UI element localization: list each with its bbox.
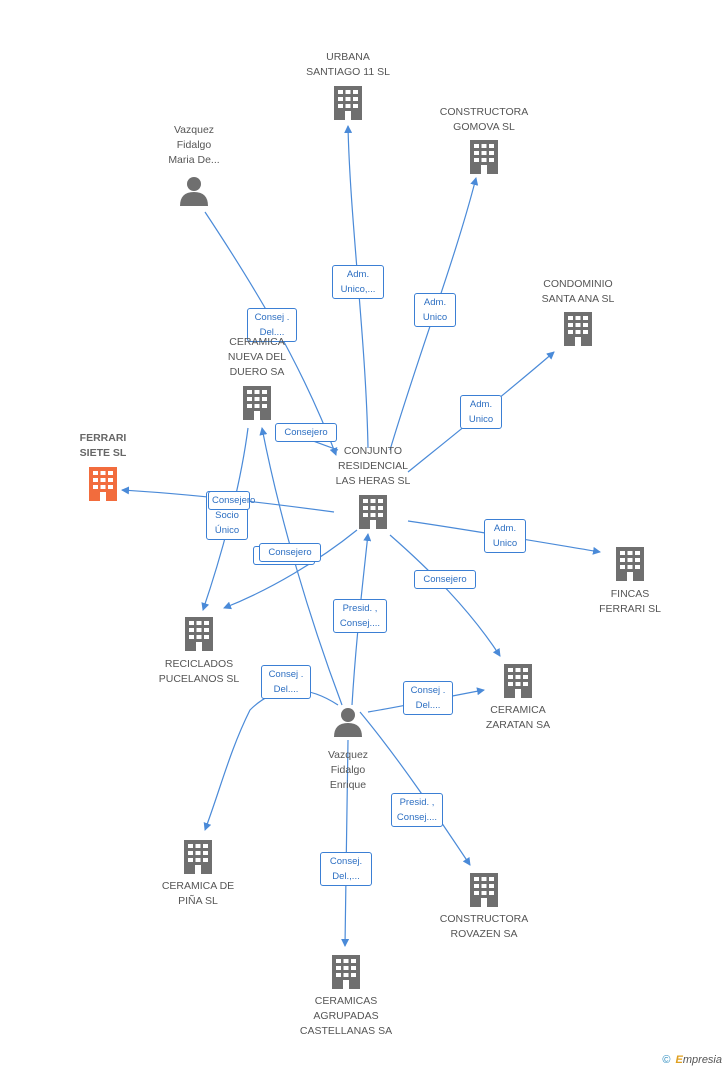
- building-icon[interactable]: [332, 955, 360, 989]
- node-label-ferrari-siete[interactable]: FERRARI SIETE SL: [79, 432, 127, 459]
- edge-label-conjunto-to-ceramica_nueva[interactable]: Consejero: [275, 423, 337, 442]
- building-icon[interactable]: [616, 547, 644, 581]
- edge-label-vazquez_enrique-to-agrupadas[interactable]: Consej. Del.,...: [320, 852, 372, 886]
- building-icon[interactable]: [470, 873, 498, 907]
- node-label-rovazen[interactable]: CONSTRUCTORA ROVAZEN SA: [439, 913, 529, 940]
- node-label-gomova[interactable]: CONSTRUCTORA GOMOVA SL: [439, 106, 529, 133]
- edge-label-conjunto-to-zaratan[interactable]: Consejero: [414, 570, 476, 589]
- edge-conjunto-to-zaratan: [389, 534, 501, 657]
- person-icon[interactable]: [334, 708, 362, 737]
- node-label-condominio[interactable]: CONDOMINIO SANTA ANA SL: [541, 278, 615, 305]
- node-label-zaratan[interactable]: CERAMICA ZARATAN SA: [485, 704, 551, 731]
- node-label-ceramica-nueva[interactable]: CERAMICA NUEVA DEL DUERO SA: [227, 336, 287, 378]
- node-label-agrupadas[interactable]: CERAMICAS AGRUPADAS CASTELLANAS SA: [299, 995, 393, 1037]
- edge-label-vazquez_enrique-to-pina[interactable]: Consej . Del....: [261, 665, 311, 699]
- edge-label-conjunto-to-urbana[interactable]: Adm. Unico,...: [332, 265, 384, 299]
- edge-label-vazquez_enrique-to-zaratan[interactable]: Consej . Del....: [403, 681, 453, 715]
- node-label-pina[interactable]: CERAMICA DE PIÑA SL: [161, 880, 235, 907]
- edge-vazquez_enrique-to-rovazen: [359, 711, 471, 866]
- edge-label-conjunto-to-gomova[interactable]: Adm. Unico: [414, 293, 456, 327]
- building-icon[interactable]: [504, 664, 532, 698]
- edge-label-conjunto-to-fincas[interactable]: Adm. Unico: [484, 519, 526, 553]
- edge-label-vazquez_enrique-to-conjunto[interactable]: Presid. , Consej....: [333, 599, 387, 633]
- building-icon[interactable]: [470, 140, 498, 174]
- building-icon[interactable]: [89, 467, 117, 501]
- edge-vazquez_enrique-to-ceramica_nueva: [259, 427, 343, 706]
- node-label-vazquez-maria[interactable]: Vazquez Fidalgo Maria De...: [168, 124, 220, 166]
- building-icon[interactable]: [359, 495, 387, 529]
- building-icon[interactable]: [184, 840, 212, 874]
- building-icon[interactable]: [243, 386, 271, 420]
- person-icon[interactable]: [180, 177, 208, 206]
- edge-vazquez_enrique-to-agrupadas: [341, 739, 350, 947]
- node-label-vazquez-enrique[interactable]: Vazquez Fidalgo Enrique: [327, 749, 369, 791]
- copyright-icon: ©: [662, 1054, 671, 1066]
- empresia-footer: © Empresia: [662, 1054, 722, 1066]
- node-label-fincas[interactable]: FINCAS FERRARI SL: [599, 588, 661, 615]
- edge-label-vazquez_maria-to-conjunto[interactable]: Consej . Del....: [247, 308, 297, 342]
- edge-label-vazquez_enrique-to-ceramica_nueva[interactable]: Consejero: [259, 543, 321, 562]
- building-icon[interactable]: [185, 617, 213, 651]
- building-icon[interactable]: [564, 312, 592, 346]
- edge-label-ceramica_nueva-to-reciclados[interactable]: Consejero: [208, 491, 255, 510]
- edge-label-vazquez_enrique-to-rovazen[interactable]: Presid. , Consej....: [391, 793, 443, 827]
- edge-label-conjunto-to-condominio[interactable]: Adm. Unico: [460, 395, 502, 429]
- node-label-urbana[interactable]: URBANA SANTIAGO 11 SL: [306, 51, 390, 78]
- empresia-logo: Empresia: [675, 1054, 722, 1066]
- edge-conjunto-to-reciclados: [223, 529, 358, 610]
- node-label-conjunto[interactable]: CONJUNTO RESIDENCIAL LAS HERAS SL: [335, 445, 411, 487]
- building-icon[interactable]: [334, 86, 362, 120]
- node-label-reciclados[interactable]: RECICLADOS PUCELANOS SL: [158, 658, 240, 685]
